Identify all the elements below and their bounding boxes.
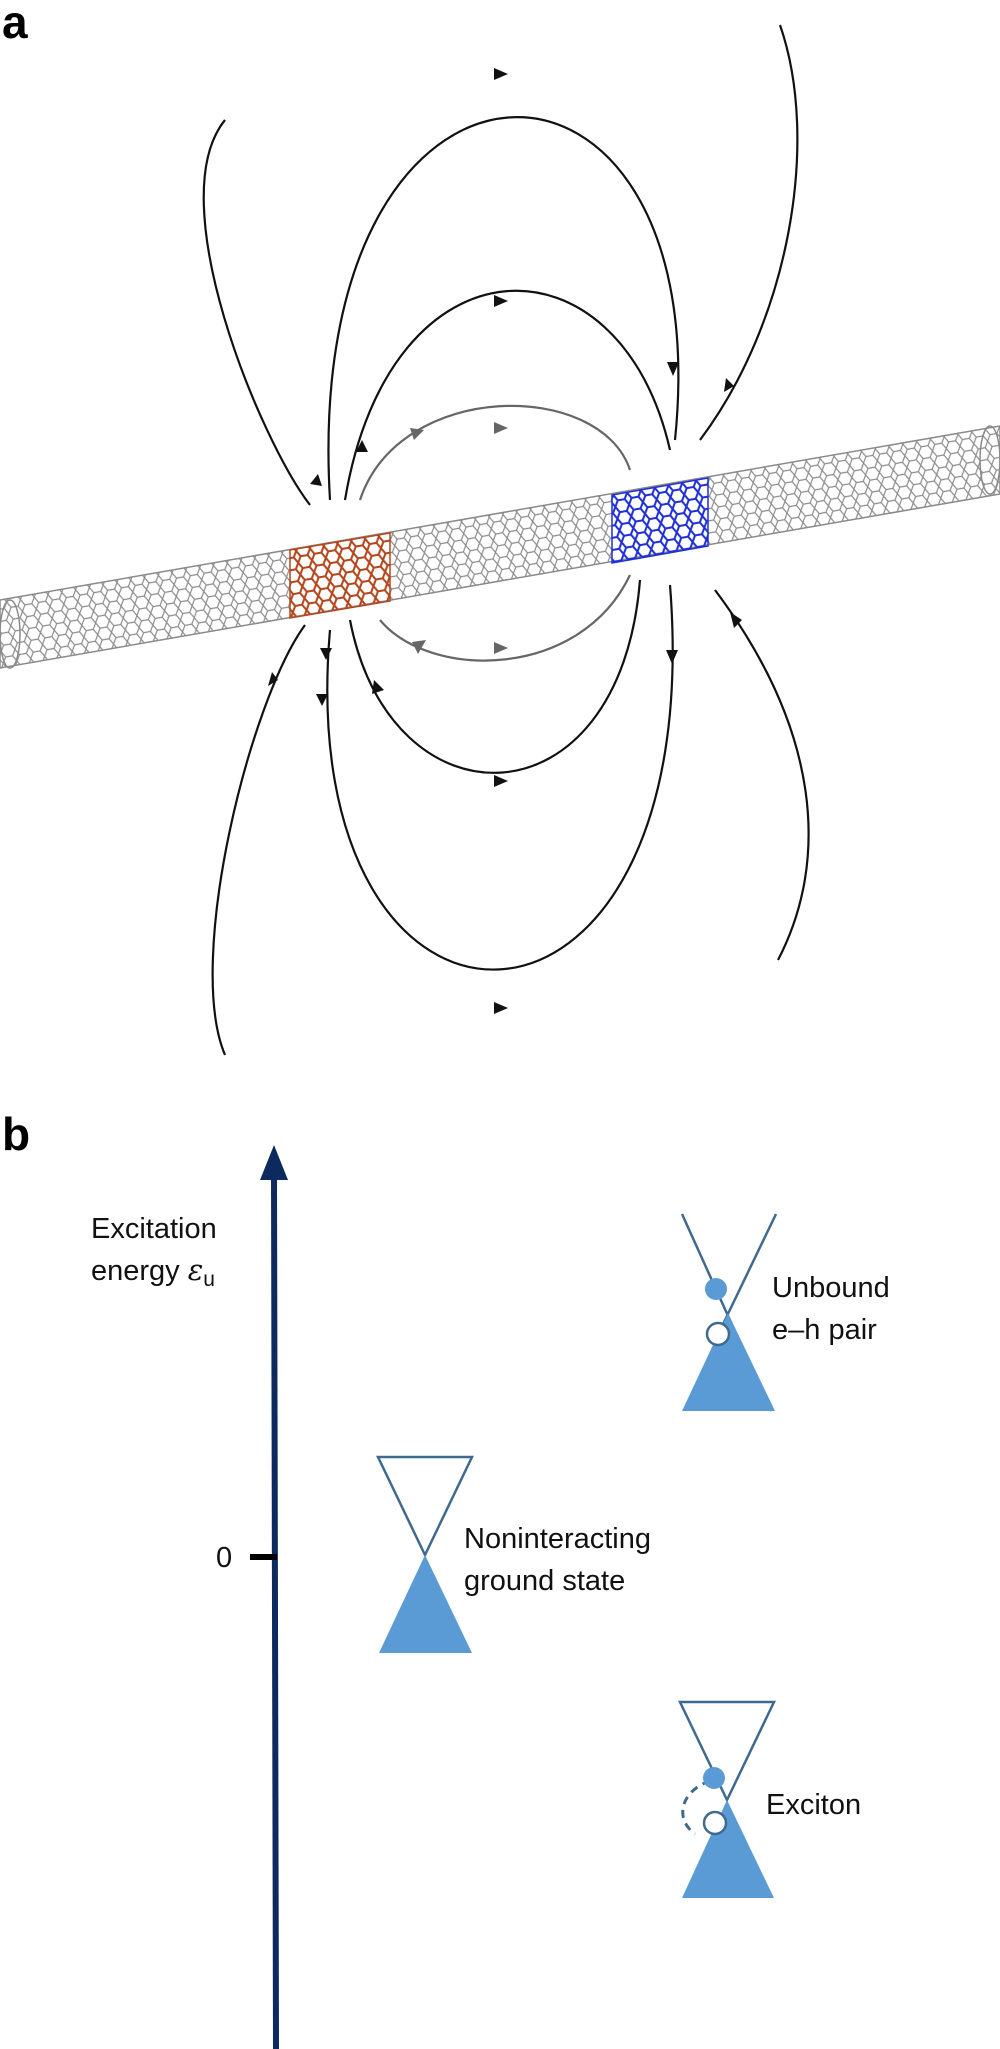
ground-label-line1: Noninteracting (464, 1523, 651, 1555)
energy-axis-arrowhead (260, 1145, 288, 1180)
exciton-diagram (678, 1700, 776, 1898)
unbound-pair-diagram (680, 1213, 778, 1412)
valence-cone (682, 1313, 775, 1411)
valence-cone (682, 1800, 774, 1898)
arrowhead (667, 362, 679, 376)
field-line-upper-inner (358, 404, 632, 501)
arrowhead (310, 474, 322, 486)
ground-label-line2: ground state (464, 1565, 625, 1597)
hole (705, 1321, 731, 1347)
arrowhead (316, 694, 328, 706)
nanotube-body (0, 425, 1000, 669)
arrowhead (494, 1002, 508, 1014)
unbound-label-line2: e–h pair (772, 1314, 877, 1346)
zero-tick-label: 0 (216, 1542, 232, 1574)
arrowhead (372, 680, 384, 694)
arrowhead (494, 422, 508, 434)
arrowhead (494, 642, 508, 654)
nanotube-right-end (979, 425, 1000, 495)
arrowhead (356, 440, 368, 452)
arrowhead (320, 648, 332, 660)
field-line-upper-right-open (699, 24, 799, 441)
panel-b-label: b (2, 1108, 30, 1160)
field-line-lower-right-open (714, 589, 810, 961)
axis-title-line1: Excitation (91, 1213, 217, 1245)
arrowhead (268, 672, 278, 686)
field-line-upper-outer (327, 116, 680, 501)
carbon-nanotube (0, 425, 1000, 669)
arrowhead (412, 640, 426, 654)
field-lines (202, 24, 810, 1056)
field-line-upper-mid (343, 289, 672, 501)
positive-charge-ring (289, 532, 391, 619)
axis-subscript: u (203, 1268, 215, 1291)
negative-charge-ring (611, 477, 709, 564)
unbound-label-line1: Unbound (772, 1272, 890, 1304)
arrowhead (410, 428, 424, 440)
nanotube-left-end (0, 599, 21, 669)
field-line-lower-left-open (211, 624, 306, 1056)
valence-cone (379, 1555, 472, 1653)
field-line-lower-mid (348, 579, 642, 774)
arrowhead (494, 68, 508, 80)
energy-axis (271, 1174, 279, 2049)
field-line-lower-outer (326, 584, 674, 971)
axis-symbol: ε (188, 1253, 204, 1287)
field-line-lower-inner (379, 574, 631, 662)
axis-title-line2: energy εu (91, 1253, 215, 1291)
arrowhead (724, 378, 734, 392)
arrowhead (666, 650, 678, 664)
hole (702, 1810, 728, 1836)
conduction-cone (678, 1700, 776, 1803)
electron (703, 1767, 725, 1789)
exciton-label: Exciton (766, 1789, 861, 1821)
conduction-cone (376, 1455, 474, 1558)
arrowhead (730, 612, 742, 628)
field-arrowheads (268, 68, 742, 1014)
field-line-upper-left-open (202, 119, 311, 506)
electron (705, 1278, 727, 1300)
panel-a-label: a (2, 0, 28, 48)
arrowhead (494, 295, 508, 307)
ground-state-diagram (376, 1455, 474, 1653)
arrowhead (494, 775, 508, 787)
binding-arc (681, 1779, 711, 1836)
